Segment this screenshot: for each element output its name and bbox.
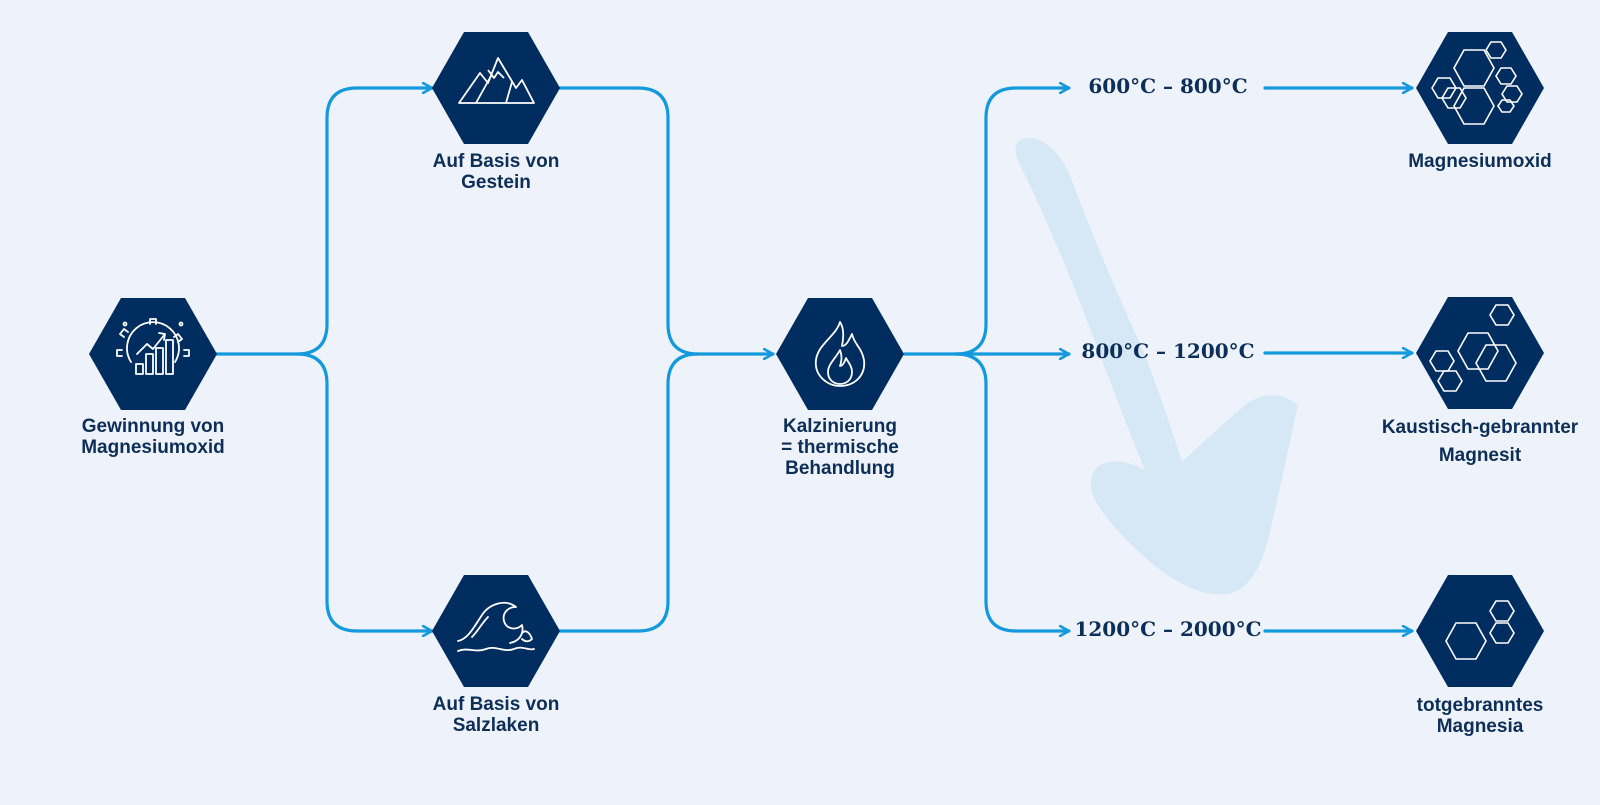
node-calcination-line3: Behandlung bbox=[785, 458, 895, 479]
gear-chart-icon bbox=[116, 318, 190, 375]
connector-start-brine bbox=[295, 352, 434, 631]
connectors bbox=[214, 86, 1414, 633]
node-start-label: Gewinnung von Magnesiumoxid bbox=[81, 416, 225, 458]
connector-start bbox=[214, 88, 434, 356]
temperature-low-label: 600°C – 800°C bbox=[1088, 74, 1248, 98]
node-magnesium-oxide-line1: Magnesiumoxid bbox=[1408, 151, 1552, 172]
node-brine-hexagon bbox=[432, 575, 560, 687]
node-deadburned-hexagon bbox=[1416, 575, 1544, 687]
node-calcination-line2: = thermische bbox=[781, 437, 899, 458]
node-brine-label: Auf Basis von Salzlaken bbox=[433, 694, 560, 736]
node-brine-line2: Salzlaken bbox=[452, 715, 540, 736]
node-magnesium-oxide-hexagon bbox=[1416, 32, 1544, 144]
node-caustic-label: Kaustisch-gebrannter Magnesit bbox=[1382, 414, 1578, 470]
node-caustic-line1: Kaustisch-gebrannter bbox=[1381, 417, 1579, 438]
node-calcination-hexagon bbox=[776, 298, 904, 410]
node-deadburned-label: totgebranntes Magnesia bbox=[1417, 695, 1544, 737]
node-start-line1: Gewinnung von bbox=[81, 416, 225, 437]
node-rock-line2: Gestein bbox=[461, 172, 531, 193]
node-rock-label: Auf Basis von Gestein bbox=[433, 151, 560, 193]
node-start-line2: Magnesiumoxid bbox=[81, 437, 225, 458]
node-rock-line1: Auf Basis von bbox=[432, 151, 560, 172]
hexagon-cluster-icon bbox=[1429, 304, 1517, 392]
temperature-mid-label: 800°C – 1200°C bbox=[1081, 339, 1255, 363]
node-caustic-hexagon bbox=[1416, 297, 1544, 409]
node-start-hexagon bbox=[89, 298, 217, 410]
node-deadburned-line1: totgebranntes bbox=[1416, 695, 1544, 716]
connector-calc-low bbox=[903, 88, 1071, 356]
connector-brine bbox=[558, 352, 700, 633]
watermark-checkmark-icon bbox=[1015, 138, 1298, 595]
connector-calc-high bbox=[954, 352, 1071, 631]
node-calcination-label: Kalzinierung = thermische Behandlung bbox=[781, 416, 899, 479]
node-caustic-line2: Magnesit bbox=[1438, 445, 1522, 466]
wave-icon bbox=[457, 601, 535, 652]
node-calcination-line1: Kalzinierung bbox=[782, 416, 897, 437]
temperature-high-label: 1200°C – 2000°C bbox=[1074, 617, 1262, 641]
node-magnesium-oxide-label: Magnesiumoxid bbox=[1408, 151, 1552, 172]
node-brine-line1: Auf Basis von bbox=[432, 694, 560, 715]
flame-icon bbox=[815, 321, 866, 387]
mountain-icon bbox=[458, 57, 535, 104]
node-deadburned-line2: Magnesia bbox=[1436, 716, 1524, 737]
hexagon-cluster-icon bbox=[1431, 41, 1523, 125]
connector-rock bbox=[558, 86, 775, 354]
node-rock-hexagon bbox=[432, 32, 560, 144]
hexagon-cluster-icon bbox=[1445, 600, 1515, 660]
